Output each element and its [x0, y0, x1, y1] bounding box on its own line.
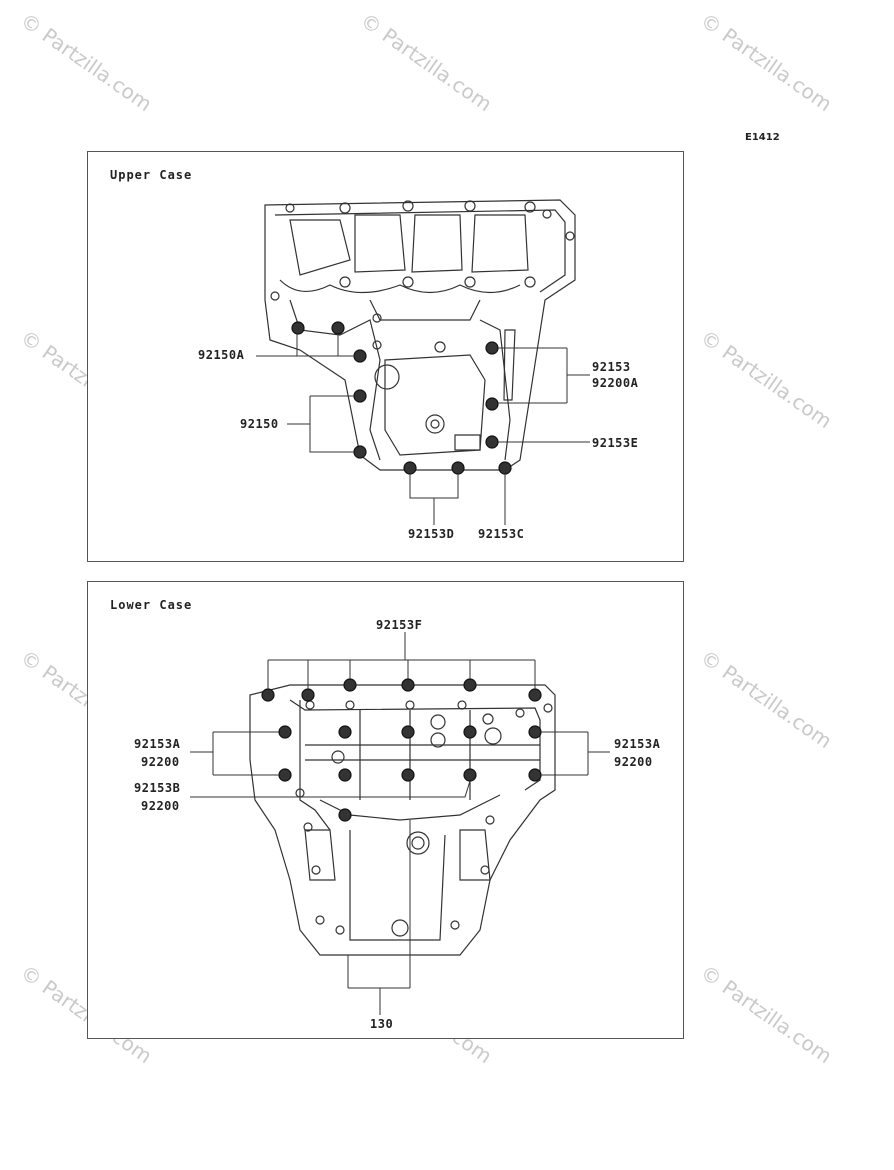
callout-92153D: 92153D — [408, 527, 455, 541]
upper-crankcase-illustration — [264, 199, 576, 471]
callout-92153C: 92153C — [478, 527, 525, 541]
callout-92200-right: 92200 — [614, 755, 653, 769]
callout-92153A-right: 92153A — [614, 737, 661, 751]
upper-case-panel — [87, 151, 684, 562]
callout-92150: 92150 — [240, 417, 279, 431]
callout-130: 130 — [370, 1017, 394, 1031]
callout-92150A: 92150A — [198, 348, 245, 362]
upper-leader-lines — [256, 334, 590, 525]
lower-crankcase-illustration — [249, 684, 556, 956]
lower-case-panel — [87, 581, 684, 1039]
lower-leader-lines — [190, 632, 610, 1015]
callout-92153A-left: 92153A — [134, 737, 181, 751]
upper-case-title: Upper Case — [110, 168, 193, 182]
diagram-code: E1412 — [745, 132, 780, 143]
callout-92153B: 92153B — [134, 781, 181, 795]
callout-92200A: 92200A — [592, 376, 639, 390]
callout-92153E: 92153E — [592, 436, 639, 450]
lower-case-title: Lower Case — [110, 598, 193, 612]
callout-92200-left-2: 92200 — [141, 799, 180, 813]
callout-92153: 92153 — [592, 360, 631, 374]
callout-92200-left: 92200 — [141, 755, 180, 769]
lower-case-bolts — [261, 678, 542, 822]
callout-92153F: 92153F — [376, 618, 423, 632]
upper-case-bolts — [291, 321, 512, 475]
